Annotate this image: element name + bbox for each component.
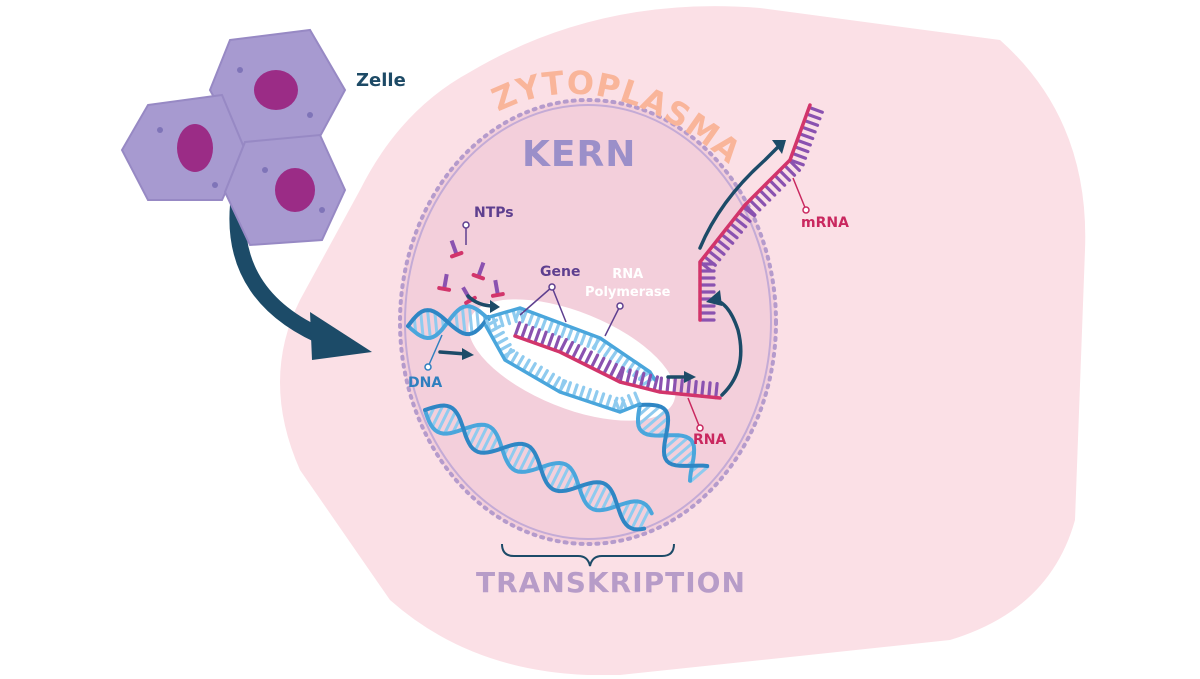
cell-right-nucleus <box>275 168 315 212</box>
rna-label: RNA <box>693 432 726 448</box>
dna-leader-dot <box>425 364 431 370</box>
mrna-leader-dot <box>803 207 809 213</box>
mrna-label: mRNA <box>801 215 849 231</box>
rna-polymerase-label-line2: Polymerase <box>585 284 671 302</box>
cell-dot <box>307 112 313 118</box>
cell-dot <box>319 207 325 213</box>
rna-base <box>681 380 682 394</box>
rna-base <box>709 383 710 397</box>
rna-base <box>688 381 689 395</box>
rna-base <box>667 379 668 393</box>
dna-label: DNA <box>408 375 442 391</box>
rna-leader-dot <box>697 425 703 431</box>
cell-dot <box>157 127 163 133</box>
rna-polymerase-label-line1: RNA <box>585 266 671 284</box>
rna-polymerase-label: RNA Polymerase <box>585 266 671 302</box>
rna-base <box>695 382 696 396</box>
cell-dot <box>212 182 218 188</box>
ntps-leader-dot <box>463 222 469 228</box>
gene-label: Gene <box>540 264 580 280</box>
cell-top-nucleus <box>254 70 298 110</box>
cell-label: Zelle <box>356 70 406 91</box>
cell-dot <box>262 167 268 173</box>
cell-left-nucleus <box>177 124 213 172</box>
transcription-label: TRANSKRIPTION <box>476 566 746 599</box>
rna-base <box>674 380 675 394</box>
rna-base <box>716 384 717 398</box>
cell-dot <box>237 67 243 73</box>
nucleus-label: KERN <box>522 134 636 175</box>
gene-leader-dot <box>549 284 555 290</box>
rna-base <box>702 382 703 396</box>
rnapol-leader-dot <box>617 303 623 309</box>
rna-base <box>660 378 661 392</box>
ntps-label: NTPs <box>474 205 514 221</box>
